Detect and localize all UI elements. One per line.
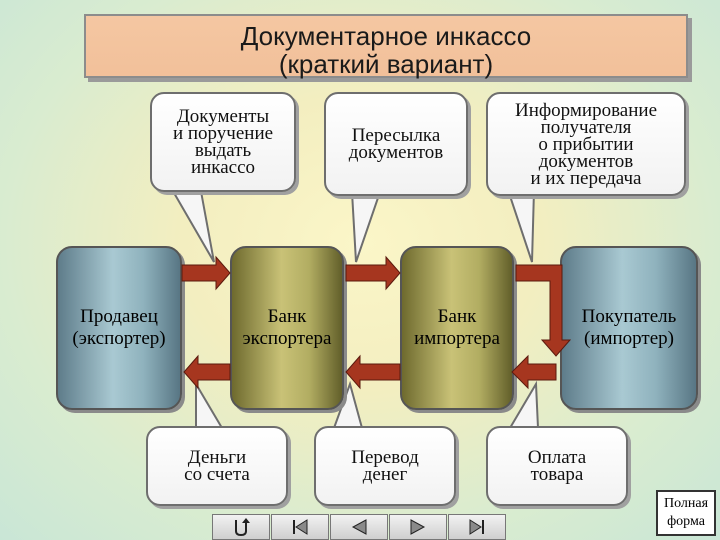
node-label: (импортер): [584, 328, 674, 349]
bubble-documents: Документы и поручение выдать инкассо: [150, 92, 296, 192]
last-slide-button[interactable]: [448, 514, 506, 540]
previous-slide-icon: [351, 519, 367, 535]
bubble-forwarding: Пересылка документов: [324, 92, 468, 196]
node-label: Банк: [267, 306, 307, 327]
bubble-text: и их передача: [530, 167, 642, 189]
node-label: импортера: [414, 328, 500, 349]
arrow-buyer-to-importer-bank: [511, 354, 557, 390]
bubble-text: выдать: [194, 140, 252, 161]
bubble-text: инкассо: [190, 157, 256, 178]
full-form-link[interactable]: Полная форма: [656, 490, 716, 536]
node-label: Покупатель: [581, 306, 677, 327]
bubble-text: Документы: [176, 106, 270, 127]
next-slide-button[interactable]: [389, 514, 447, 540]
full-form-line-2: форма: [667, 514, 705, 529]
bubble-payment: Оплата товара: [486, 426, 628, 506]
first-slide-button[interactable]: [271, 514, 329, 540]
full-form-line-1: Полная: [663, 496, 709, 511]
title-line-1: Документарное инкассо: [240, 21, 532, 51]
node-label: Продавец: [80, 306, 158, 327]
bubble-text: со счета: [184, 464, 250, 485]
slide-navigation-bar: [212, 514, 508, 540]
bubble-text: документов: [348, 142, 444, 163]
bubble-text: получателя: [540, 116, 632, 138]
node-seller: Продавец (экспортер): [56, 246, 182, 410]
bubble-text: документов: [538, 150, 634, 172]
bubble-text: товара: [530, 464, 584, 485]
bubble-text: Информирование: [514, 99, 658, 121]
bubble-text: Деньги: [187, 447, 247, 468]
last-slide-icon: [469, 519, 484, 535]
bubble-informing: Информирование получателя о прибытии док…: [486, 92, 686, 196]
previous-slide-button[interactable]: [330, 514, 388, 540]
node-label: (экспортер): [72, 328, 166, 349]
first-slide-icon: [293, 519, 308, 535]
bubble-transfer: Перевод денег: [314, 426, 456, 506]
bubble-text: Перевод: [351, 447, 419, 468]
node-importer-bank: Банк импортера: [400, 246, 514, 410]
arrow-exporter-bank-to-seller: [183, 354, 231, 390]
bubble-text: денег: [362, 464, 408, 485]
return-icon: [235, 518, 250, 537]
bubble-text: Оплата: [527, 447, 587, 468]
node-label: экспортера: [242, 328, 332, 349]
next-slide-icon: [410, 519, 426, 535]
bubble-text: и поручение: [172, 123, 274, 144]
arrow-exporter-bank-to-importer-bank: [345, 255, 401, 291]
arrow-seller-to-exporter-bank: [181, 255, 231, 291]
title-line-2: (краткий вариант): [278, 49, 494, 79]
node-buyer: Покупатель (импортер): [560, 246, 698, 410]
arrow-importer-bank-to-buyer: [515, 264, 572, 357]
node-exporter-bank: Банк экспортера: [230, 246, 344, 410]
arrow-importer-bank-to-exporter-bank: [345, 354, 401, 390]
bubble-money: Деньги со счета: [146, 426, 288, 506]
bubble-text: Пересылка: [351, 125, 441, 146]
title-box: Документарное инкассо (краткий вариант): [84, 14, 688, 78]
return-button[interactable]: [212, 514, 270, 540]
node-label: Банк: [437, 306, 477, 327]
bubble-text: о прибытии: [538, 133, 634, 155]
